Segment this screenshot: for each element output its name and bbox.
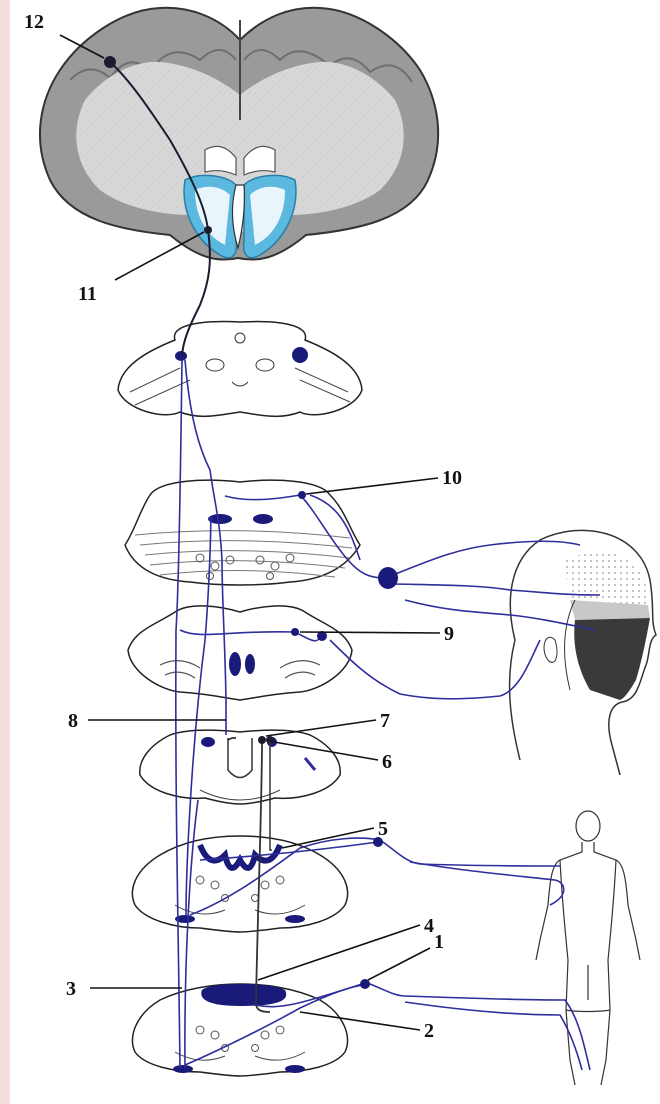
callout-8: 8 bbox=[68, 710, 78, 732]
callout-6: 6 bbox=[382, 751, 392, 773]
callout-12: 12 bbox=[24, 11, 44, 33]
midbrain-section bbox=[118, 322, 362, 417]
medulla-lower-section bbox=[140, 730, 340, 804]
callout-11: 11 bbox=[78, 283, 97, 305]
neuron-7 bbox=[258, 736, 266, 744]
human-head-dermatomes-icon bbox=[510, 530, 656, 775]
trigeminal-ganglion bbox=[378, 567, 398, 589]
human-figure-outline-icon bbox=[536, 811, 640, 1085]
medulla-upper-section bbox=[128, 606, 352, 700]
callout-4: 4 bbox=[424, 915, 434, 937]
callout-5: 5 bbox=[378, 818, 388, 840]
brain-coronal-section-icon bbox=[40, 8, 438, 260]
callout-9: 9 bbox=[444, 623, 454, 645]
callout-7: 7 bbox=[380, 710, 390, 732]
callout-10: 10 bbox=[442, 467, 462, 489]
pons-section bbox=[125, 480, 360, 585]
callout-3: 3 bbox=[66, 978, 76, 1000]
callout-2: 2 bbox=[424, 1020, 434, 1042]
relay-neuron-10 bbox=[298, 491, 306, 499]
thalamic-neuron-11 bbox=[204, 226, 212, 234]
callout-1: 1 bbox=[434, 931, 444, 953]
relay-neuron-9 bbox=[291, 628, 299, 636]
cortical-neuron-12 bbox=[104, 56, 116, 68]
